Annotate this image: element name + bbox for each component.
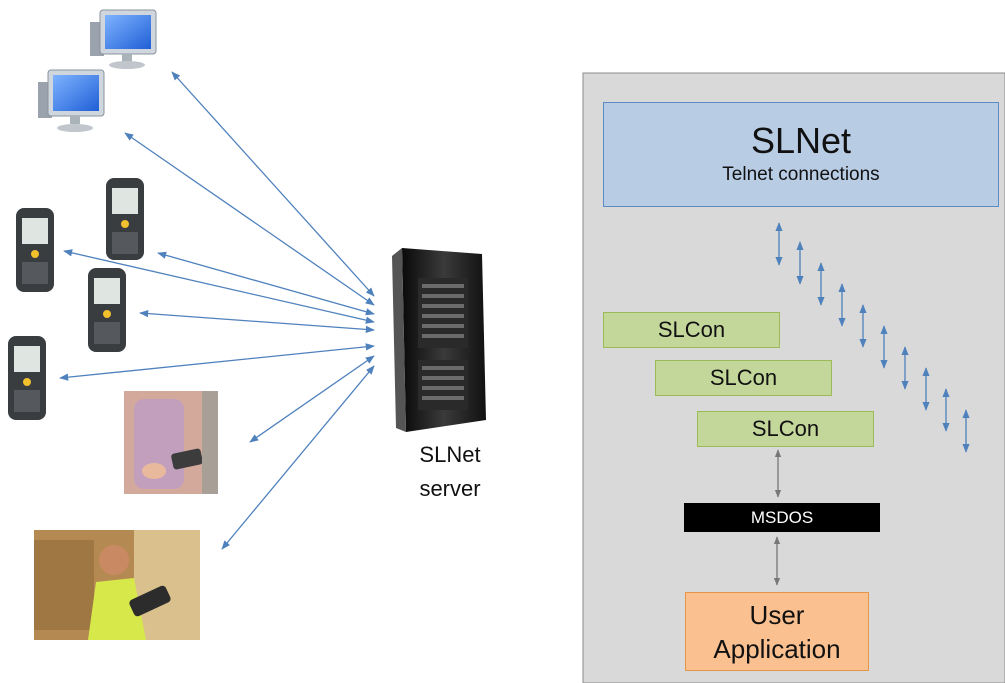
server-label-line1: SLNet	[419, 442, 481, 467]
slnet-subtitle: Telnet connections	[722, 163, 880, 185]
connection-arrow	[157, 251, 375, 316]
msdos-label: MSDOS	[750, 507, 814, 527]
user-application-line2: Application	[713, 633, 841, 664]
handheld-terminal-icon	[106, 178, 144, 260]
handheld-terminal-icon	[16, 208, 54, 292]
slcon-label: SLCon	[709, 365, 778, 390]
connection-arrow	[221, 365, 375, 550]
msdos-box: MSDOS	[684, 503, 880, 532]
desktop-computer-icon	[90, 9, 157, 69]
desktop-computer-icon	[38, 69, 105, 132]
tower-server-icon	[392, 248, 486, 432]
user-application-line1: User	[749, 599, 805, 630]
handheld-terminal-icon	[8, 336, 46, 420]
slnet-box: SLNet Telnet connections	[603, 102, 999, 207]
worker-with-handheld-photo	[34, 530, 200, 640]
slnet-title: SLNet	[750, 119, 852, 161]
connection-arrow	[171, 71, 375, 297]
nurse-with-handheld-photo	[124, 391, 218, 494]
connection-arrow	[249, 355, 375, 443]
slcon-box: SLCon	[697, 411, 874, 447]
server-label: SLNet server	[395, 438, 505, 506]
slcon-label: SLCon	[657, 317, 726, 342]
slcon-box: SLCon	[603, 312, 780, 348]
handheld-terminal-icon	[88, 268, 126, 352]
slcon-label: SLCon	[751, 416, 820, 441]
telnet-link-arrows	[775, 222, 970, 453]
user-application-box: User Application	[685, 592, 869, 671]
server-label-line2: server	[419, 476, 481, 501]
connection-arrows	[59, 71, 375, 550]
connection-arrow	[59, 343, 375, 381]
connection-arrow	[139, 309, 375, 334]
slcon-box: SLCon	[655, 360, 832, 396]
